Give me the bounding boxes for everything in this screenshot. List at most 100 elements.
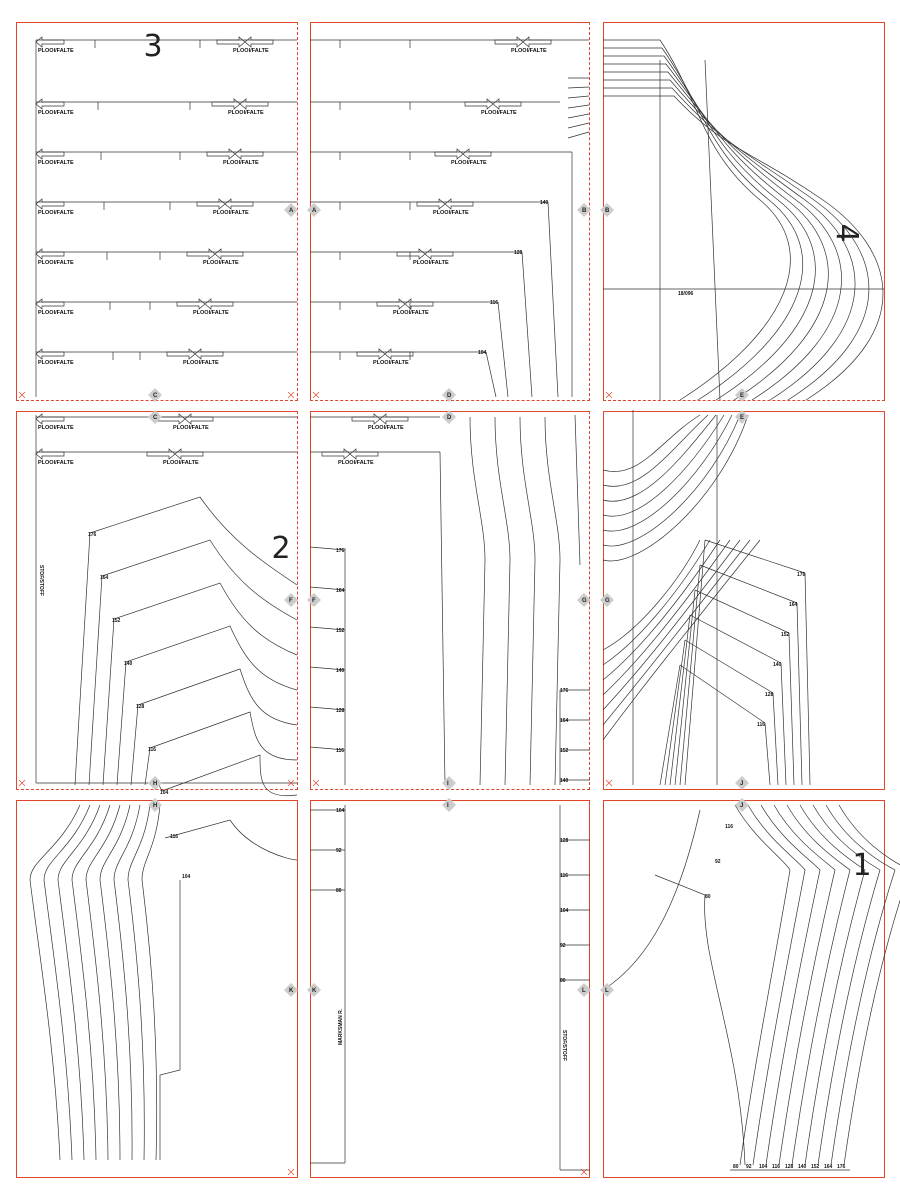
fold-label: PLOOI/FALTE — [451, 160, 487, 166]
alignment-marker — [577, 203, 591, 217]
fold-label: PLOOI/FALTE — [38, 110, 74, 116]
size-label: 164 — [560, 718, 569, 724]
pattern-curve — [773, 804, 836, 1166]
pattern-line — [796, 602, 803, 786]
pattern-line — [485, 351, 497, 398]
fold-label: PLOOI/FALTE — [373, 360, 409, 366]
alignment-marker — [600, 593, 614, 607]
fold-label: PLOOI/FALTE — [233, 48, 269, 54]
pattern-curve — [113, 582, 298, 656]
cut-corner-icon — [605, 779, 613, 787]
fold-arrow-icon — [384, 348, 414, 360]
fold-arrow-icon — [35, 348, 65, 360]
pattern-line — [130, 704, 139, 786]
fold-arrow-icon — [379, 413, 409, 425]
page-number: 2 — [271, 531, 290, 566]
alignment-marker — [148, 776, 162, 790]
pattern-line — [116, 661, 127, 786]
pattern-curve — [602, 414, 717, 502]
pattern-line — [309, 626, 346, 631]
pattern-curve — [838, 804, 900, 1166]
marker-letter: L — [582, 988, 586, 994]
pattern-line — [567, 95, 590, 99]
size-label: 116 — [725, 824, 733, 830]
pattern-curve — [99, 804, 131, 1161]
pattern-line — [679, 564, 701, 786]
fold-arrow-icon — [204, 298, 234, 310]
cut-corner-icon — [312, 779, 320, 787]
fold-label: PLOOI/FALTE — [511, 48, 547, 54]
pattern-curve — [603, 95, 884, 401]
pattern-line — [664, 639, 686, 786]
size-label: 116 — [757, 722, 765, 728]
pattern-curve — [29, 804, 81, 1161]
marker-letter: D — [447, 415, 452, 421]
cut-corner-icon — [287, 779, 295, 787]
pattern-curve — [113, 804, 141, 1161]
size-label: 140 — [124, 661, 133, 667]
fold-arrow-icon — [35, 148, 65, 160]
cut-corner-icon — [287, 391, 295, 399]
fold-arrow-icon — [462, 148, 492, 160]
size-label: 92 — [560, 943, 566, 949]
pattern-curve — [602, 809, 701, 991]
marker-letter: A — [289, 208, 294, 214]
fold-label: PLOOI/FALTE — [203, 260, 239, 266]
pattern-line — [88, 575, 103, 786]
pattern-line — [684, 639, 774, 694]
pattern-curve — [101, 539, 298, 621]
marker-letter: F — [289, 598, 293, 604]
page-number: 1 — [852, 848, 871, 883]
fold-arrow-icon — [194, 348, 224, 360]
size-label: 128 — [336, 708, 345, 714]
size-label: 116 — [148, 747, 156, 753]
pattern-curve — [43, 804, 91, 1161]
cut-corner-icon — [580, 1168, 588, 1176]
pattern-line — [309, 706, 346, 711]
pattern-line — [788, 632, 795, 786]
fold-label: PLOOI/FALTE — [193, 310, 229, 316]
pattern-curve — [602, 539, 731, 696]
fold-arrow-icon — [424, 248, 454, 260]
size-label: 92 — [715, 859, 721, 865]
pattern-curve — [760, 804, 821, 1166]
size-label: 116 — [490, 300, 498, 306]
fold-arrow-icon — [234, 148, 264, 160]
pattern-line — [567, 113, 590, 119]
size-label: 140 — [773, 662, 782, 668]
pattern-line — [102, 618, 115, 786]
pattern-curve — [125, 625, 298, 691]
alignment-marker — [442, 410, 456, 424]
pattern-curve — [603, 55, 816, 401]
pattern-curve — [57, 804, 101, 1161]
size-label: 104 — [182, 874, 191, 880]
marker-letter: B — [582, 208, 587, 214]
pattern-curve — [799, 804, 866, 1166]
marker-letter: K — [312, 988, 317, 994]
pattern-line — [684, 539, 706, 786]
size-label: 116 — [170, 834, 178, 840]
pattern-curve — [602, 414, 709, 487]
marker-letter: E — [740, 393, 744, 399]
fold-label: PLOOI/FALTE — [183, 360, 219, 366]
fold-label: PLOOI/FALTE — [213, 210, 249, 216]
pattern-line — [674, 589, 696, 786]
marker-letter: J — [740, 781, 743, 787]
marker-letter: A — [312, 208, 317, 214]
marker-letter: G — [582, 598, 587, 604]
pattern-line — [567, 86, 590, 89]
page-number: 4 — [829, 223, 864, 242]
marker-letter: B — [605, 208, 610, 214]
pattern-curve — [494, 416, 511, 786]
size-label: 104 — [560, 908, 569, 914]
pattern-line — [574, 414, 581, 566]
pattern-curve — [89, 496, 298, 586]
fold-arrow-icon — [492, 98, 522, 110]
pattern-curve — [141, 804, 161, 1161]
pattern-line — [780, 662, 787, 786]
side-label: STOF/STOFF — [38, 565, 44, 596]
size-label: 140 — [560, 778, 569, 784]
fold-label: PLOOI/FALTE — [38, 160, 74, 166]
pattern-line — [74, 532, 91, 786]
pattern-curve — [71, 804, 111, 1161]
